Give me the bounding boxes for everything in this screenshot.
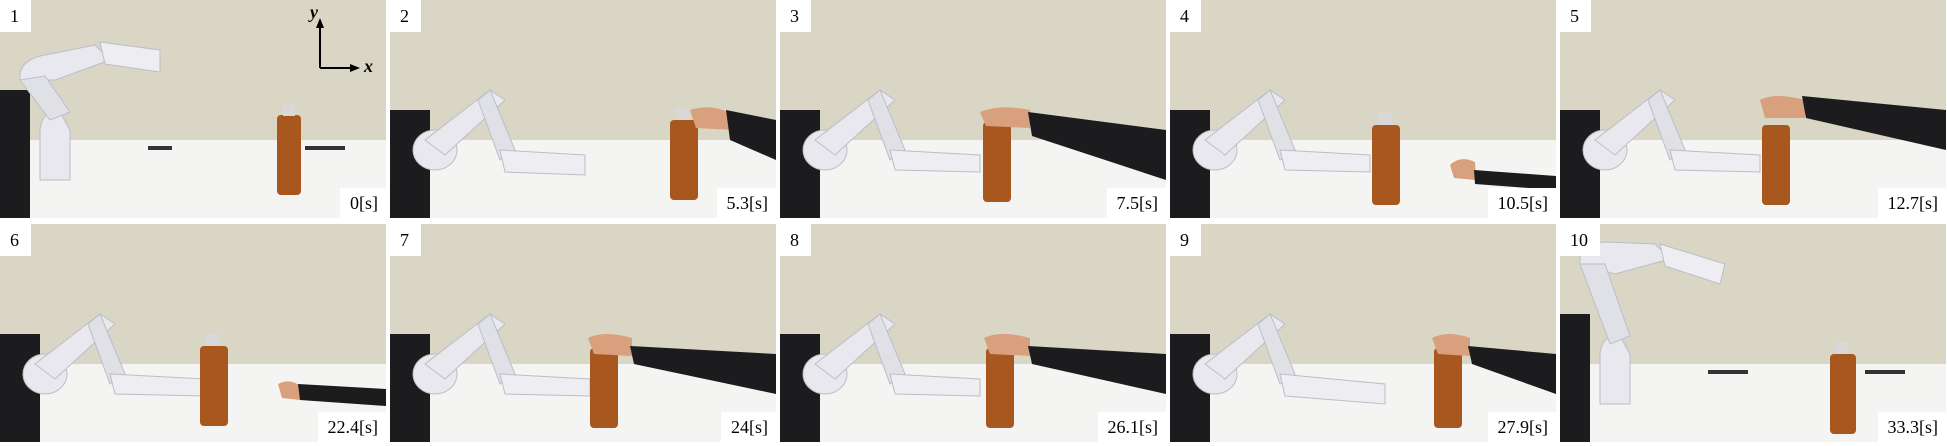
panel-number: 9	[1170, 224, 1201, 256]
x-axis-label: x	[364, 56, 373, 76]
panel-number: 10	[1560, 224, 1600, 256]
panel-9: 9 27.9[s]	[1170, 224, 1556, 442]
time-label: 12.7[s]	[1877, 188, 1946, 218]
panel-number: 3	[780, 0, 811, 32]
bottle-icon	[1372, 113, 1400, 205]
time-label: 24[s]	[721, 412, 776, 442]
bottle-icon	[1434, 348, 1462, 428]
time-label: 10.5[s]	[1487, 188, 1556, 218]
panel-4: 4 10.5[s]	[1170, 0, 1556, 218]
robot-arm-icon	[1582, 89, 1761, 173]
human-hand-icon	[278, 381, 386, 406]
bottle-icon	[1762, 125, 1790, 205]
bottle-icon	[590, 348, 618, 428]
panel-number: 8	[780, 224, 811, 256]
human-hand-icon	[690, 107, 776, 160]
human-hand-icon	[1432, 334, 1556, 394]
panel-1: 1 y x 0[s]	[0, 0, 386, 218]
scene-photo	[1170, 224, 1556, 442]
y-axis-label: y	[310, 2, 318, 22]
human-hand-icon	[1450, 159, 1556, 190]
scene-photo	[390, 0, 776, 218]
bottle-icon	[277, 104, 301, 195]
scene-photo	[0, 224, 386, 442]
bottle-icon	[200, 334, 228, 426]
axes-arrows-icon	[316, 18, 360, 72]
human-hand-icon	[588, 334, 776, 394]
scene-photo	[1560, 224, 1946, 442]
panel-number: 2	[390, 0, 421, 32]
bottle-icon	[983, 122, 1011, 202]
panel-number: 5	[1560, 0, 1591, 32]
panel-8: 8 26.1[s]	[780, 224, 1166, 442]
panel-10: 10 33.3[s]	[1560, 224, 1946, 442]
robot-arm-icon	[412, 89, 586, 176]
panel-2: 2 5.3[s]	[390, 0, 776, 218]
robot-arm-icon	[802, 89, 981, 173]
panel-number: 1	[0, 0, 31, 32]
bottle-icon	[1830, 342, 1856, 434]
panel-number: 6	[0, 224, 31, 256]
scene-photo	[780, 224, 1166, 442]
robot-arm-icon	[1192, 89, 1371, 173]
axes-indicator: y x	[310, 2, 380, 76]
time-label: 22.4[s]	[317, 412, 386, 442]
robot-arm-icon	[412, 313, 591, 397]
time-label: 0[s]	[340, 188, 386, 218]
time-label: 5.3[s]	[716, 188, 776, 218]
bottle-icon	[986, 348, 1014, 428]
scene-photo	[1560, 0, 1946, 218]
panel-6: 6 22.4[s]	[0, 224, 386, 442]
panel-number: 4	[1170, 0, 1201, 32]
panel-7: 7 24[s]	[390, 224, 776, 442]
human-hand-icon	[980, 107, 1166, 180]
robot-arm-icon	[802, 313, 981, 397]
time-label: 33.3[s]	[1877, 412, 1946, 442]
panel-3: 3 7.5[s]	[780, 0, 1166, 218]
human-hand-icon	[984, 334, 1166, 394]
robot-arm-icon	[1579, 241, 1726, 405]
time-label: 7.5[s]	[1106, 188, 1166, 218]
scene-photo	[390, 224, 776, 442]
human-hand-icon	[1760, 96, 1946, 150]
time-label: 27.9[s]	[1487, 412, 1556, 442]
time-label: 26.1[s]	[1097, 412, 1166, 442]
scene-photo	[780, 0, 1166, 218]
robot-arm-icon	[19, 41, 161, 181]
bottle-icon	[670, 108, 698, 200]
scene-photo	[1170, 0, 1556, 218]
panel-number: 7	[390, 224, 421, 256]
panel-5: 5 12.7[s]	[1560, 0, 1946, 218]
robot-arm-icon	[1192, 313, 1386, 405]
